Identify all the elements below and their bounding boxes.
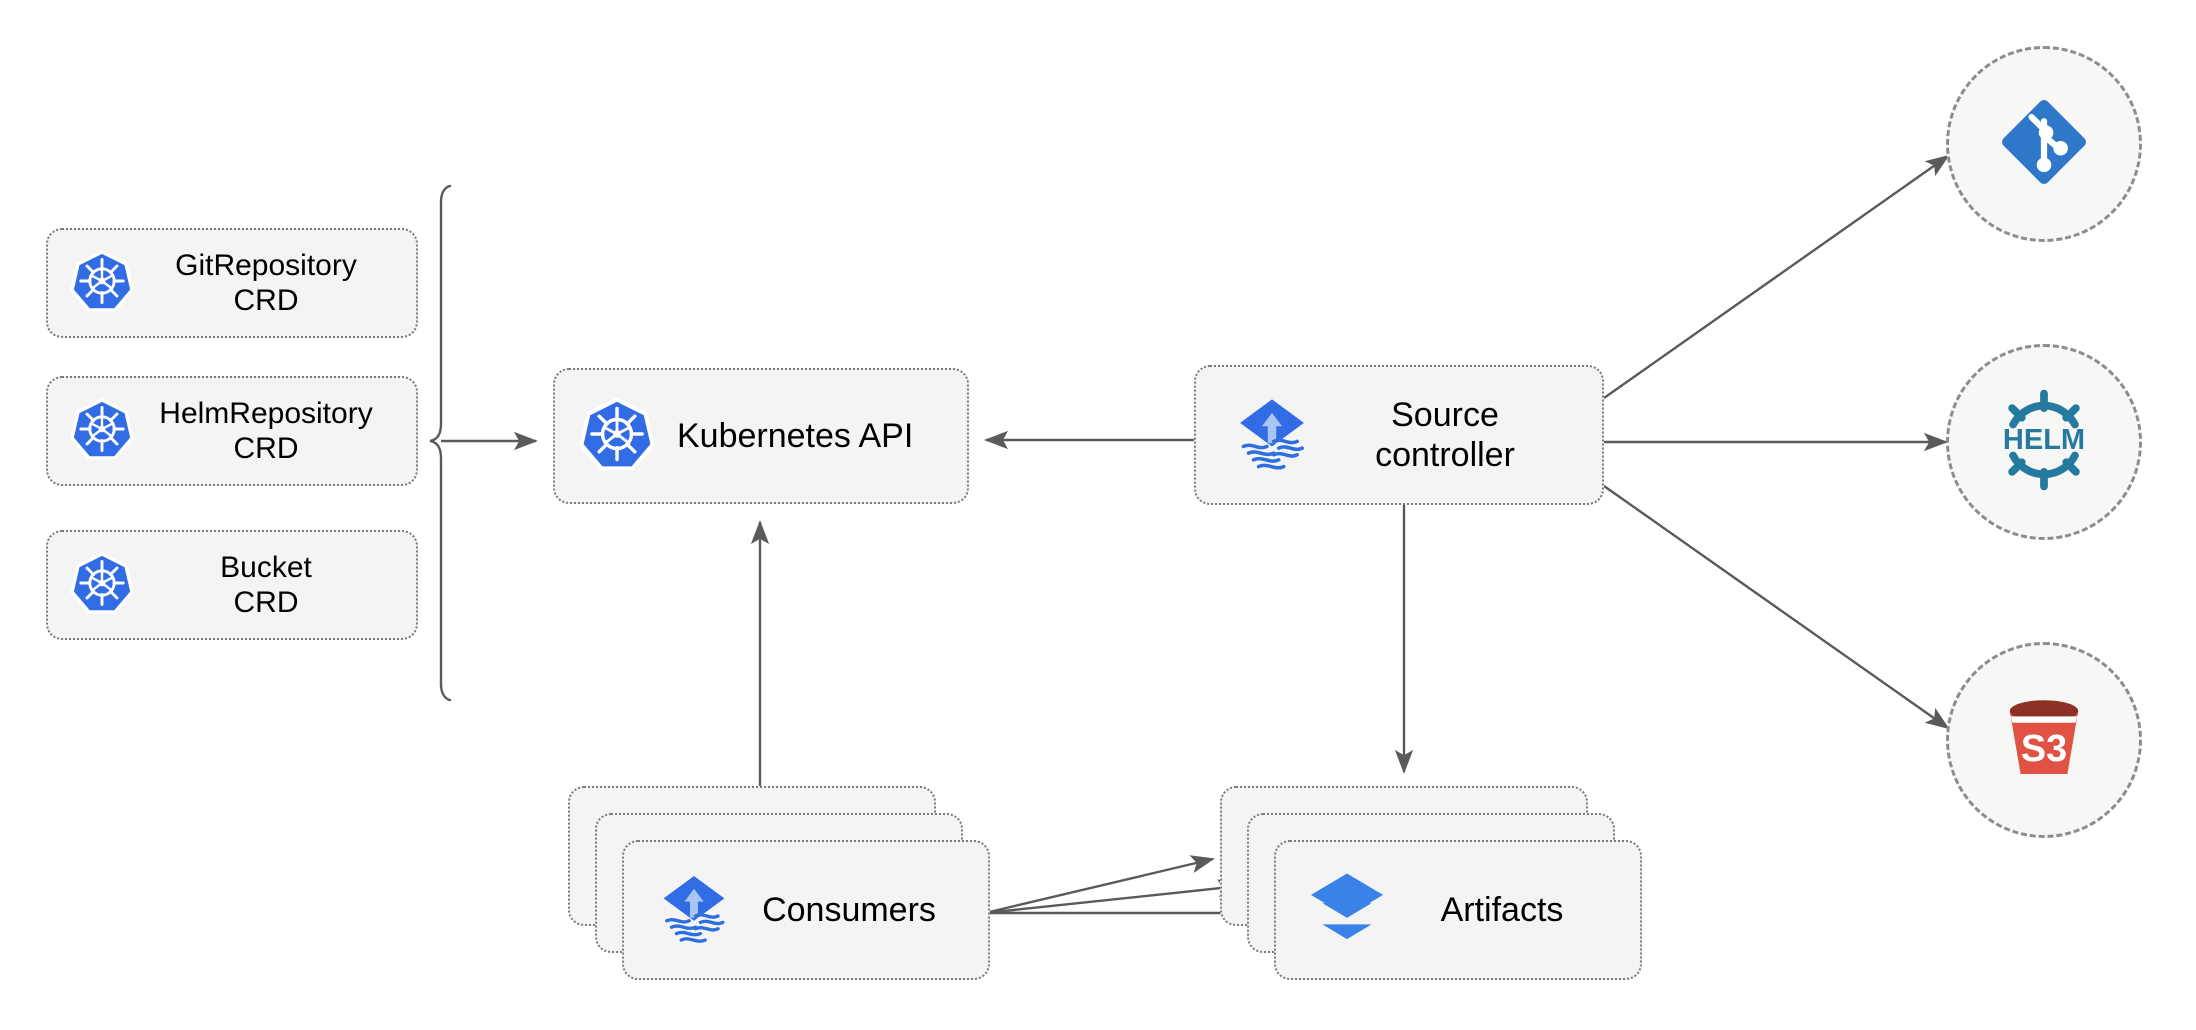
- artifacts-card-front[interactable]: Artifacts: [1274, 840, 1642, 980]
- flux-icon: [1230, 391, 1314, 480]
- edge-consumers-to-artifacts-1: [984, 855, 1215, 915]
- helm-wordmark: HELM: [2003, 424, 2085, 456]
- node-label: Consumers: [762, 890, 936, 929]
- edge-consumers-to-artifacts-2: [984, 879, 1242, 915]
- kubernetes-icon: [579, 396, 655, 477]
- crd-card-label: Bucket CRD: [220, 550, 312, 619]
- node-consumers[interactable]: Consumers: [568, 786, 998, 1006]
- crd-card-helmrepository[interactable]: HelmRepository CRD: [46, 376, 418, 486]
- s3-bucket-icon: S3: [1990, 684, 2098, 797]
- node-label: Kubernetes API: [677, 416, 914, 455]
- external-source-helm[interactable]: HELM: [1946, 344, 2142, 540]
- crd-card-label: HelmRepository CRD: [159, 396, 373, 465]
- kubernetes-icon: [70, 249, 134, 318]
- kubernetes-icon: [70, 551, 134, 620]
- s3-wordmark: S3: [2021, 727, 2067, 769]
- node-label: Source controller: [1375, 395, 1515, 474]
- flux-icon: [654, 868, 734, 953]
- git-icon: [1992, 90, 2096, 199]
- node-source-controller[interactable]: Source controller: [1194, 365, 1604, 505]
- edge-source-controller-to-git: [1603, 154, 1950, 399]
- layers-icon: [1306, 867, 1388, 954]
- crd-card-label: GitRepository CRD: [175, 248, 357, 317]
- crd-card-bucket[interactable]: Bucket CRD: [46, 530, 418, 640]
- consumers-card-front[interactable]: Consumers: [622, 840, 990, 980]
- node-artifacts[interactable]: Artifacts: [1220, 786, 1650, 1006]
- external-source-s3[interactable]: S3: [1946, 642, 2142, 838]
- kubernetes-icon: [70, 397, 134, 466]
- node-label: Artifacts: [1440, 890, 1564, 929]
- crd-card-gitrepository[interactable]: GitRepository CRD: [46, 228, 418, 338]
- node-kubernetes-api[interactable]: Kubernetes API: [553, 368, 969, 504]
- external-source-git[interactable]: [1946, 46, 2142, 242]
- edge-source-controller-to-s3: [1603, 485, 1950, 730]
- crd-group-brace: [429, 184, 452, 702]
- helm-icon: HELM: [1986, 382, 2102, 503]
